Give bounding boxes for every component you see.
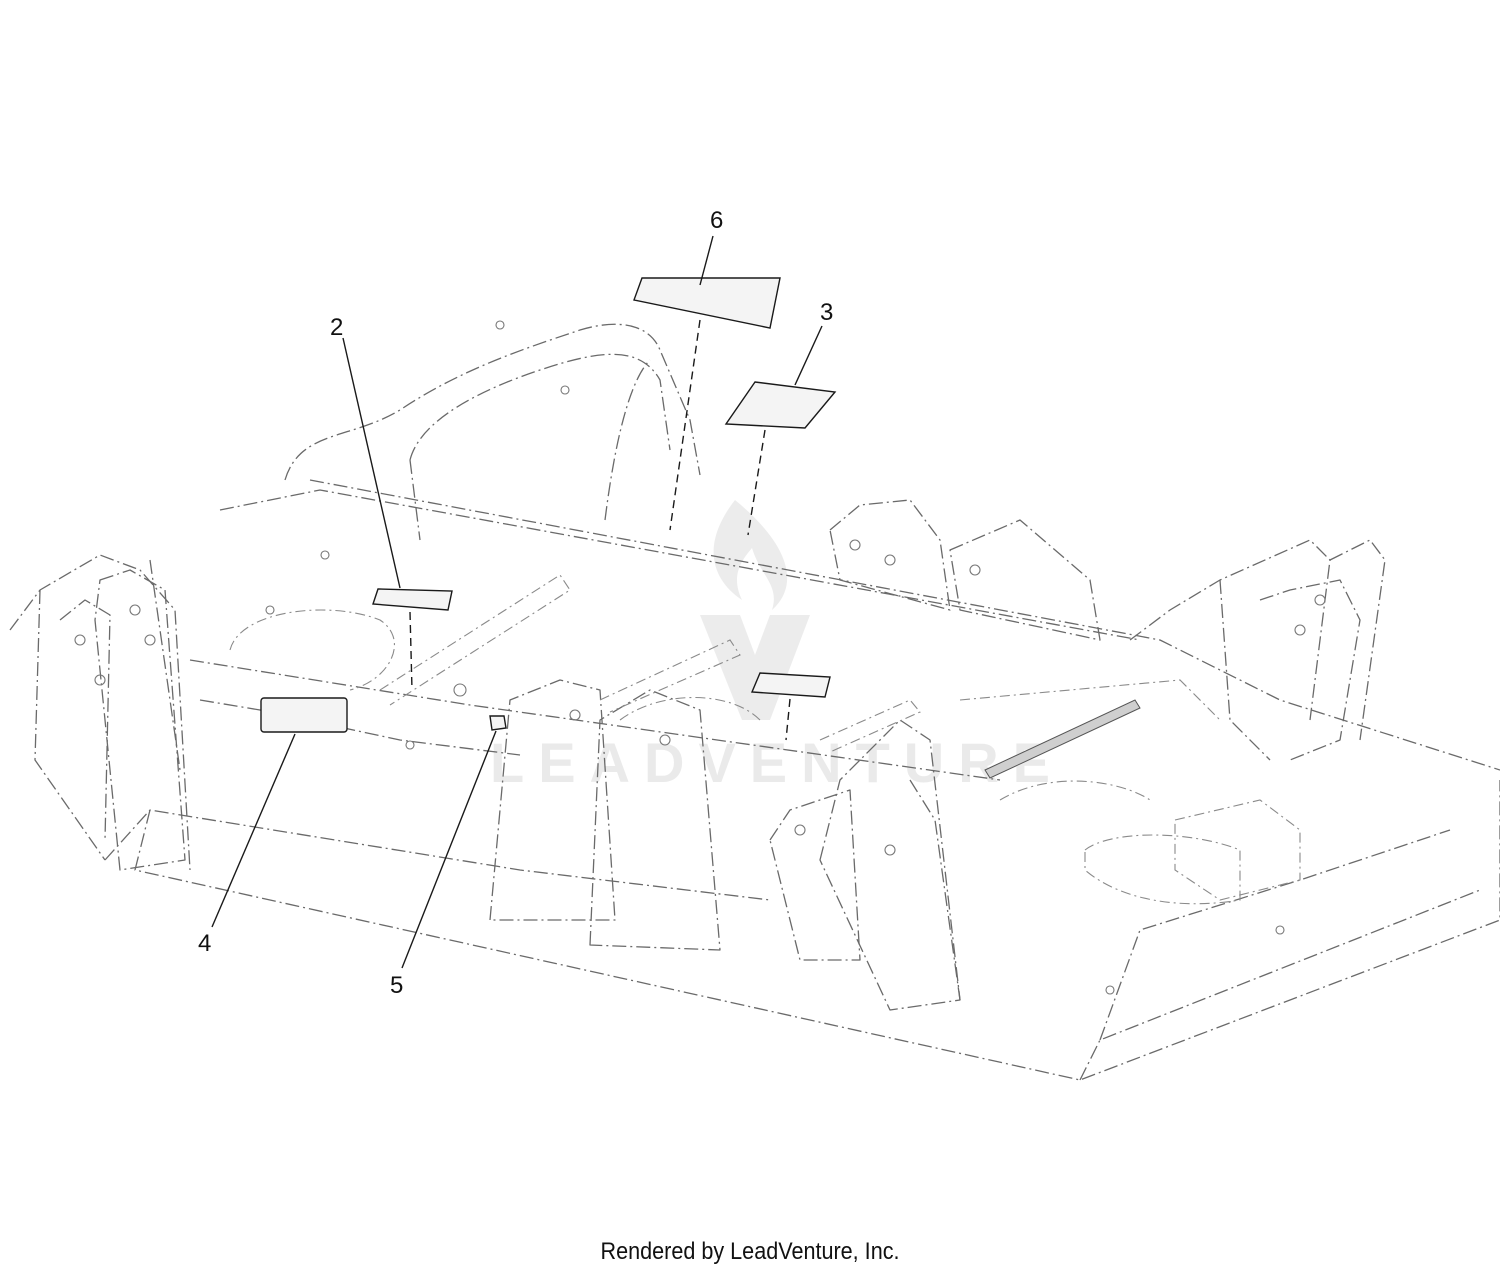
decal-center [750, 672, 831, 698]
decal-2 [372, 588, 453, 611]
leadventure-flame-logo-icon [700, 500, 810, 720]
callout-5: 5 [390, 972, 403, 999]
watermark: LEADVENTURE [490, 500, 1064, 794]
leader-lines [211, 235, 823, 969]
callout-4: 4 [198, 930, 211, 957]
decal-6 [633, 277, 781, 329]
mounting-holes [74, 320, 1326, 995]
callout-2: 2 [330, 314, 343, 341]
decal-4 [260, 697, 348, 733]
mower-frame-linework [9, 323, 1500, 1081]
callout-3: 3 [820, 299, 833, 326]
decal-5 [489, 715, 507, 731]
callout-labels: 6 2 3 4 5 [198, 207, 833, 999]
footer-credit: Rendered by LeadVenture, Inc. [600, 1238, 900, 1265]
callout-6: 6 [710, 207, 723, 234]
decals [260, 277, 837, 733]
decal-3 [724, 381, 837, 429]
watermark-text: LEADVENTURE [490, 731, 1064, 794]
